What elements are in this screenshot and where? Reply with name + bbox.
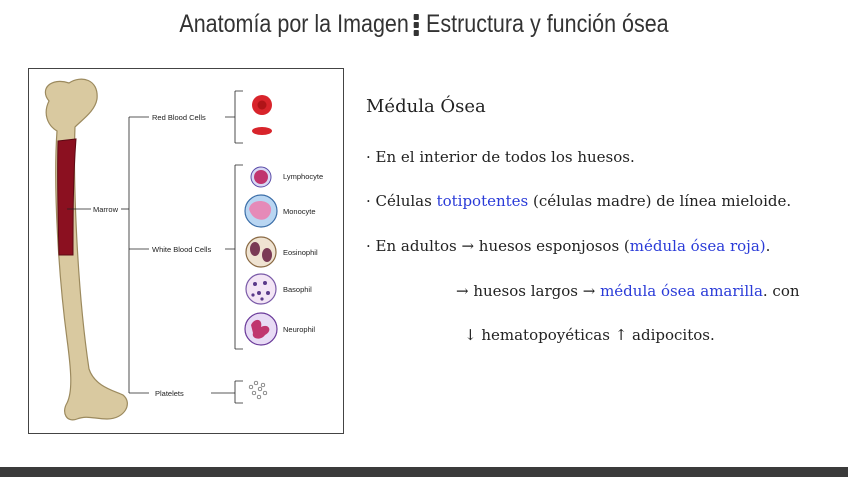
bullet-3-text-a: · En adultos → huesos esponjosos ( bbox=[366, 237, 630, 255]
title-left: Anatomía por la Imagen bbox=[179, 10, 408, 38]
page-title: Anatomía por la Imagen Estructura y funci… bbox=[59, 10, 788, 39]
bullet-2-highlight: totipotentes bbox=[437, 192, 529, 210]
platelets-icon bbox=[249, 381, 267, 399]
label-neurophil: Neurophil bbox=[283, 325, 315, 334]
neurophil-icon bbox=[245, 313, 277, 345]
basophil-icon bbox=[246, 274, 276, 304]
lymphocyte-icon bbox=[251, 167, 271, 187]
bullet-4-text-a: → huesos largos → bbox=[456, 282, 600, 300]
bone-marrow-figure: Marrow Red Blood Cells White Blood Cells… bbox=[28, 68, 344, 434]
bullet-4: → huesos largos → médula ósea amarilla. … bbox=[456, 282, 800, 300]
bullet-4-text-c: . con bbox=[763, 282, 800, 300]
separator-icon bbox=[414, 12, 421, 38]
title-right: Estructura y función ósea bbox=[426, 10, 669, 38]
bullet-3-highlight: médula ósea roja) bbox=[630, 237, 766, 255]
bullet-3-text-c: . bbox=[766, 237, 771, 255]
bullet-2-text-a: · Células bbox=[366, 192, 437, 210]
marrow-cavity bbox=[58, 139, 76, 255]
femur-bone bbox=[45, 79, 127, 420]
bullet-2-text-c: (células madre) de línea mieloide. bbox=[528, 192, 791, 210]
label-platelets: Platelets bbox=[155, 389, 184, 398]
bullet-3: · En adultos → huesos esponjosos (médula… bbox=[366, 237, 770, 255]
bullet-2: · Células totipotentes (células madre) d… bbox=[366, 192, 791, 210]
label-monocyte: Monocyte bbox=[283, 207, 316, 216]
monocyte-icon bbox=[245, 195, 277, 227]
red-blood-cell-icon bbox=[252, 95, 272, 135]
label-eosinophil: Eosinophil bbox=[283, 248, 318, 257]
bone-diagram: Marrow Red Blood Cells White Blood Cells… bbox=[29, 69, 345, 435]
label-lymphocyte: Lymphocyte bbox=[283, 172, 323, 181]
eosinophil-icon bbox=[246, 237, 276, 267]
section-heading: Médula Ósea bbox=[366, 96, 486, 117]
bullet-4-highlight: médula ósea amarilla bbox=[600, 282, 763, 300]
bullet-1: · En el interior de todos los huesos. bbox=[366, 148, 635, 166]
label-red-blood-cells: Red Blood Cells bbox=[152, 113, 206, 122]
footer-bar bbox=[0, 467, 848, 477]
bullet-5: ↓ hematopoyéticas ↑ adipocitos. bbox=[464, 326, 715, 344]
label-marrow: Marrow bbox=[93, 205, 119, 214]
label-white-blood-cells: White Blood Cells bbox=[152, 245, 211, 254]
label-basophil: Basophil bbox=[283, 285, 312, 294]
